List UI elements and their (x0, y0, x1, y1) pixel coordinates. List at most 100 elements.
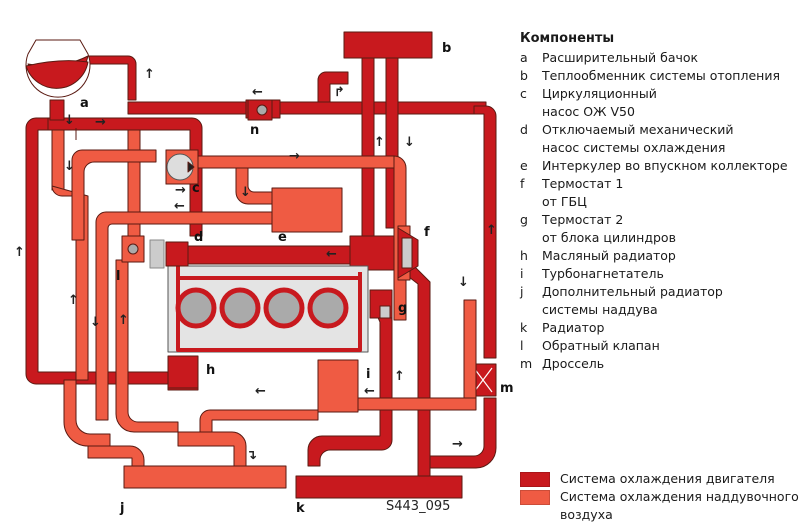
legend-text: Термостат 2 (542, 212, 624, 227)
legend-text: Дроссель (542, 356, 605, 371)
pump-d (165, 241, 189, 267)
legend-key: h (520, 248, 528, 263)
svg-text:↓: ↓ (404, 135, 415, 150)
legend-text: Отключаемый механический (542, 122, 734, 137)
legend-item: k Радиатор (520, 319, 800, 337)
intercooler-e (271, 187, 343, 233)
svg-text:↓: ↓ (90, 315, 101, 330)
legend-text: Радиатор (542, 320, 605, 335)
svg-text:↑: ↑ (394, 369, 405, 384)
legend-item: от блока цилиндров (520, 229, 800, 247)
svg-text:↱: ↱ (334, 85, 345, 100)
charge-air-radiator-j (123, 465, 287, 489)
label-f: f (424, 225, 430, 240)
legend-item: насос системы охлаждения (520, 139, 800, 157)
turbocharger-i (317, 359, 359, 413)
legend-key: g (520, 212, 528, 227)
legend-item: от ГБЦ (520, 193, 800, 211)
legend-key: f (520, 176, 525, 191)
svg-text:↑: ↑ (486, 223, 497, 238)
label-e: e (278, 230, 287, 245)
label-g: g (398, 301, 407, 316)
svg-text:↑: ↑ (144, 67, 155, 82)
label-d: d (194, 230, 203, 245)
label-j: j (119, 501, 124, 516)
charge-air-swatch (520, 490, 550, 505)
legend-item: a Расширительный бачок (520, 49, 800, 67)
legend-text: Термостат 1 (542, 176, 624, 191)
legend-item: насос ОЖ V50 (520, 103, 800, 121)
svg-text:→: → (289, 149, 300, 164)
label-k: k (296, 501, 305, 516)
legend-text: Дополнительный радиатор (542, 284, 723, 299)
legend-key: i (520, 266, 524, 281)
legend-item: g Термостат 2 (520, 211, 800, 229)
svg-text:←: ← (174, 199, 185, 214)
svg-text:↓: ↓ (64, 113, 75, 128)
legend-key: d (520, 122, 528, 137)
svg-text:←: ← (326, 247, 337, 262)
legend-text: Масляный радиатор (542, 248, 676, 263)
label-a: a (80, 96, 89, 111)
component-labels: a b c d e f g h i j k l m n (80, 41, 514, 516)
figure-id: S443_095 (386, 499, 451, 514)
engine-coolant-pipes (25, 31, 497, 499)
legend-key: a (520, 50, 528, 65)
legend-key: b (520, 68, 528, 83)
legend-text: системы наддува (542, 302, 658, 317)
legend-item: h Масляный радиатор (520, 247, 800, 265)
svg-text:↓: ↓ (458, 275, 469, 290)
svg-text:↑: ↑ (118, 313, 129, 328)
legend-key: m (520, 356, 533, 371)
legend-item: c Циркуляционный (520, 85, 800, 103)
label-m: m (500, 381, 514, 396)
svg-text:→: → (452, 437, 463, 452)
legend-text: от блока цилиндров (542, 230, 676, 245)
legend-item: i Турбонагнетатель (520, 265, 800, 283)
svg-text:→: → (95, 115, 106, 130)
system-legend: Система охлаждения двигателя Система охл… (520, 470, 799, 524)
svg-text:↓: ↓ (240, 185, 251, 200)
legend-text: Расширительный бачок (542, 50, 699, 65)
legend-key (520, 301, 542, 319)
legend-text: Интеркулер во впускном коллекторе (542, 158, 788, 173)
legend-text: насос системы охлаждения (542, 140, 726, 155)
svg-text:↑: ↑ (374, 135, 385, 150)
legend-title: Компоненты (520, 31, 615, 46)
svg-text:↑: ↑ (68, 293, 79, 308)
legend-text: Теплообменник системы отопления (542, 68, 780, 83)
cylinders (175, 287, 349, 329)
legend-text: Циркуляционный (542, 86, 657, 101)
label-b: b (442, 41, 451, 56)
legend-text: от ГБЦ (542, 194, 587, 209)
expansion-tank-a (25, 39, 91, 98)
legend-item: d Отключаемый механический (520, 121, 800, 139)
svg-text:↓: ↓ (64, 159, 75, 174)
legend-key (520, 103, 542, 121)
legend-key (520, 229, 542, 247)
oil-cooler-h (167, 355, 199, 389)
svg-text:←: ← (364, 384, 375, 399)
engine-coolant-swatch (520, 472, 550, 487)
legend-item: l Обратный клапан (520, 337, 800, 355)
svg-text:←: ← (252, 85, 263, 100)
label-h: h (206, 363, 215, 378)
legend-key: k (520, 320, 528, 335)
legend-key: l (520, 338, 524, 353)
label-c: c (192, 181, 200, 196)
legend-text: Турбонагнетатель (542, 266, 664, 281)
legend-text: Обратный клапан (542, 338, 660, 353)
legend-key: e (520, 158, 528, 173)
svg-text:↑: ↑ (14, 245, 25, 260)
legend-key: c (520, 86, 527, 101)
legend-item: f Термостат 1 (520, 175, 800, 193)
components-legend: Компоненты a Расширительный бачок b Теплооб… (520, 30, 800, 373)
legend-text: насос ОЖ V50 (542, 104, 635, 119)
legend-item: системы наддува (520, 301, 800, 319)
svg-text:→: → (175, 183, 186, 198)
legend-item: b Теплообменник системы отопления (520, 67, 800, 85)
cooling-system-diagram: ↑ ↓ → ↓ ← ↱ ↑ ↓ → → ← ↓ ↑ ↑ ↓ ↑ ← ↓ ↑ ← … (14, 31, 514, 516)
legend-key (520, 139, 542, 157)
